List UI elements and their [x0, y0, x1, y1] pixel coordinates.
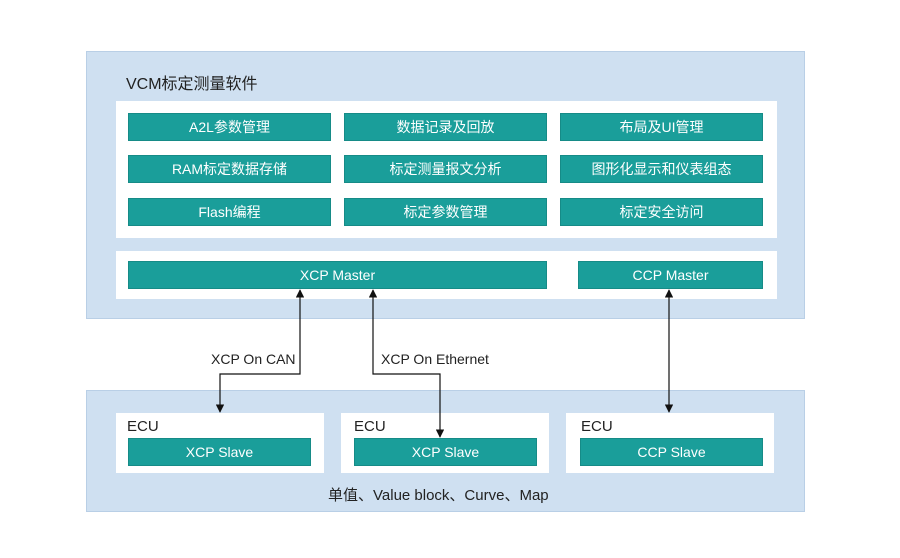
- ecu-title-3: ECU: [581, 418, 613, 435]
- software-title: VCM标定测量软件: [126, 76, 258, 93]
- module-layout-ui: 布局及UI管理: [560, 113, 763, 141]
- module-graphic-display: 图形化显示和仪表组态: [560, 155, 763, 183]
- xcp-can-label: XCP On CAN: [211, 351, 296, 367]
- ccp-master: CCP Master: [578, 261, 763, 289]
- xcp-can-link: [215, 289, 305, 413]
- module-security-access: 标定安全访问: [560, 198, 763, 226]
- module-message-analysis: 标定测量报文分析: [344, 155, 547, 183]
- module-a2l: A2L参数管理: [128, 113, 331, 141]
- ecu-slave-2: XCP Slave: [354, 438, 537, 466]
- ecu-slave-1: XCP Slave: [128, 438, 311, 466]
- xcp-ethernet-link: [368, 289, 445, 438]
- ecu-title-1: ECU: [127, 418, 159, 435]
- data-types-caption: 单值、Value block、Curve、Map: [328, 487, 549, 504]
- xcp-ethernet-label: XCP On Ethernet: [381, 351, 489, 367]
- module-flash: Flash编程: [128, 198, 331, 226]
- module-param-manage: 标定参数管理: [344, 198, 547, 226]
- xcp-master: XCP Master: [128, 261, 547, 289]
- ecu-slave-3: CCP Slave: [580, 438, 763, 466]
- module-ram-storage: RAM标定数据存储: [128, 155, 331, 183]
- module-data-record: 数据记录及回放: [344, 113, 547, 141]
